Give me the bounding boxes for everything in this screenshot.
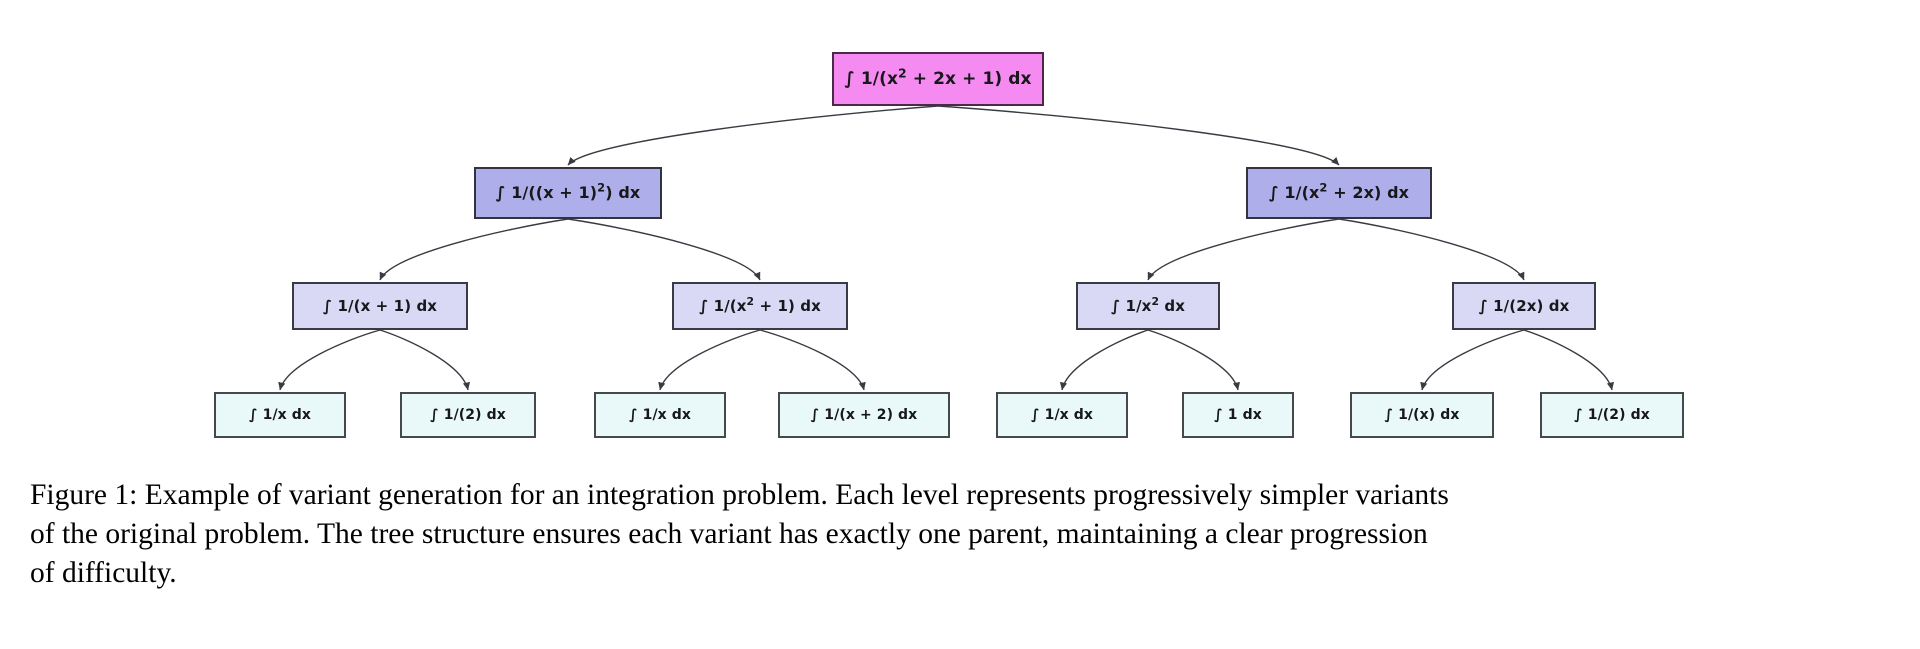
tree-edge-n5-n11 xyxy=(759,329,866,391)
tree-node-n11: ∫ 1/(x + 2) dx xyxy=(778,392,950,438)
tree-edge-n7-n15 xyxy=(1523,329,1614,391)
tree-node-label: ∫ 1 dx xyxy=(1214,407,1262,423)
tree-node-n2: ∫ 1/((x + 1)2) dx xyxy=(474,167,662,219)
tree-node-label: ∫ 1/(2) dx xyxy=(430,407,506,423)
tree-node-n12: ∫ 1/x dx xyxy=(996,392,1128,438)
tree-edge-n1-n2 xyxy=(567,105,939,166)
caption-line-3: of difficulty. xyxy=(30,557,177,589)
tree-edge-n4-n9 xyxy=(379,329,470,391)
tree-node-n9: ∫ 1/(2) dx xyxy=(400,392,536,438)
tree-node-label: ∫ 1/(x) dx xyxy=(1384,407,1460,423)
figure-caption: Figure 1: Example of variant generation … xyxy=(30,476,1892,593)
tree-edge-n1-n3 xyxy=(937,105,1340,166)
tree-edge-n6-n13 xyxy=(1147,329,1240,391)
tree-node-label: ∫ 1/x dx xyxy=(248,407,312,423)
tree-node-label: ∫ 1/(x + 2) dx xyxy=(810,407,918,423)
tree-node-label: ∫ 1/(x2 + 2x) dx xyxy=(1268,180,1410,202)
tree-edges xyxy=(278,105,1614,391)
tree-edge-n4-n8 xyxy=(278,329,381,391)
tree-node-n15: ∫ 1/(2) dx xyxy=(1540,392,1684,438)
tree-node-label: ∫ 1/(x + 1) dx xyxy=(322,296,438,315)
tree-node-n3: ∫ 1/(x2 + 2x) dx xyxy=(1246,167,1432,219)
caption-line-1: Figure 1: Example of variant generation … xyxy=(30,479,1449,511)
tree-edge-n6-n12 xyxy=(1059,329,1149,391)
tree-node-label: ∫ 1/x dx xyxy=(1030,407,1094,423)
tree-node-label: ∫ 1/x dx xyxy=(628,407,692,423)
tree-edge-n5-n10 xyxy=(658,329,761,391)
tree-node-label: ∫ 1/x2 dx xyxy=(1110,294,1186,315)
variant-generation-tree: ∫ 1/(x2 + 2x + 1) dx ∫ 1/((x + 1)2) dx ∫ 1… xyxy=(214,52,1684,438)
tree-edge-n2-n4 xyxy=(379,218,569,281)
tree-node-n13: ∫ 1 dx xyxy=(1182,392,1294,438)
tree-node-n8: ∫ 1/x dx xyxy=(214,392,346,438)
tree-node-n14: ∫ 1/(x) dx xyxy=(1350,392,1494,438)
tree-node-label: ∫ 1/(2) dx xyxy=(1574,407,1650,423)
tree-node-n1: ∫ 1/(x2 + 2x + 1) dx xyxy=(832,52,1044,106)
tree-edge-n2-n5 xyxy=(567,218,761,281)
tree-node-label: ∫ 1/(x2 + 2x + 1) dx xyxy=(844,65,1032,89)
tree-node-n7: ∫ 1/(2x) dx xyxy=(1452,282,1596,330)
tree-edge-n3-n7 xyxy=(1338,218,1525,281)
tree-node-n6: ∫ 1/x2 dx xyxy=(1076,282,1220,330)
tree-node-label: ∫ 1/(x2 + 1) dx xyxy=(699,294,821,315)
tree-node-n5: ∫ 1/(x2 + 1) dx xyxy=(672,282,848,330)
tree-node-label: ∫ 1/(2x) dx xyxy=(1478,296,1570,315)
tree-node-label: ∫ 1/((x + 1)2) dx xyxy=(495,180,641,202)
tree-edge-n3-n6 xyxy=(1147,218,1340,281)
tree-edge-n7-n14 xyxy=(1420,329,1525,391)
tree-node-n10: ∫ 1/x dx xyxy=(594,392,726,438)
tree-node-n4: ∫ 1/(x + 1) dx xyxy=(292,282,468,330)
caption-line-2: of the original problem. The tree struct… xyxy=(30,518,1428,550)
